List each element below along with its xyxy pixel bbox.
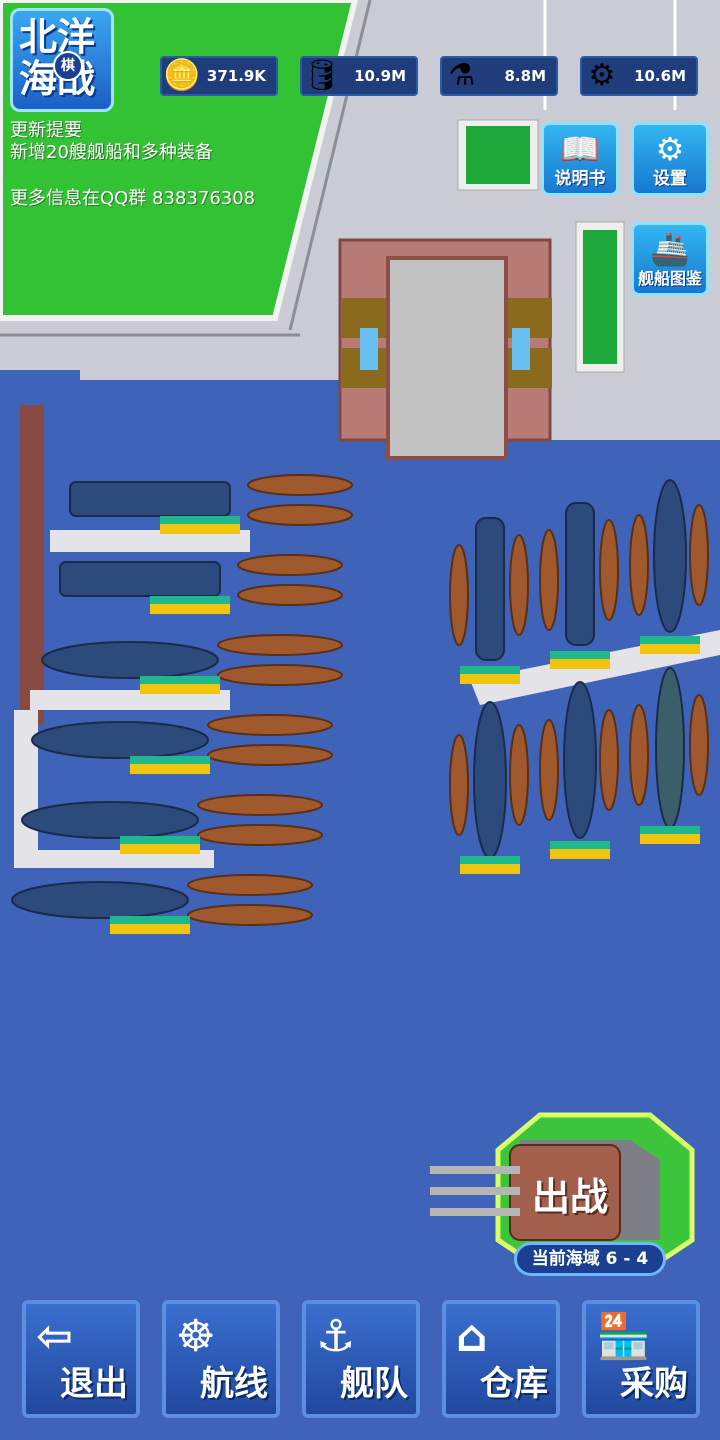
update-line-2: 更多信息在QQ群 838376308 <box>10 188 256 209</box>
ammo-shells-icon: ⚗ <box>448 58 476 93</box>
settings-button[interactable]: ⚙ 设置 <box>631 122 709 196</box>
update-line-1: 新增20艘舰船和多种装备 <box>10 142 213 163</box>
ship-guide-button[interactable]: 🚢 舰船图鉴 <box>631 222 709 296</box>
logo-badge: 棋 <box>53 51 83 81</box>
nav-warehouse-button[interactable]: ⌂ 仓库 <box>442 1300 560 1418</box>
anchor-icon: ⚓ <box>316 1311 356 1362</box>
resource-steel: ⚙ 10.6M <box>580 56 698 96</box>
exit-door-icon: ⇦ <box>36 1311 73 1362</box>
nav-label: 仓库 <box>480 1364 548 1404</box>
nav-label: 舰队 <box>340 1364 408 1404</box>
ship-guide-label: 舰船图鉴 <box>637 269 702 288</box>
resource-oil: 🛢 10.9M <box>300 56 418 96</box>
book-icon: 📖 <box>560 130 600 168</box>
resource-coins: 🪙 371.9K <box>160 56 278 96</box>
resource-value: 8.8M <box>504 67 547 85</box>
nav-shop-button[interactable]: 🏪 采购 <box>582 1300 700 1418</box>
shop-icon: 🏪 <box>596 1311 651 1362</box>
manual-label: 说明书 <box>554 169 606 189</box>
logo-line-1: 北洋 <box>19 15 96 59</box>
nav-exit-button[interactable]: ⇦ 退出 <box>22 1300 140 1418</box>
nav-label: 退出 <box>60 1364 128 1404</box>
nav-fleet-button[interactable]: ⚓ 舰队 <box>302 1300 420 1418</box>
manual-button[interactable]: 📖 说明书 <box>541 122 619 196</box>
nav-label: 采购 <box>620 1364 688 1404</box>
game-logo: 北洋 海战 棋 <box>10 8 114 112</box>
nav-route-button[interactable]: ☸ 航线 <box>162 1300 280 1418</box>
current-sea-area: 当前海域 6 - 4 <box>514 1242 666 1276</box>
gear-icon: ⚙ <box>655 130 685 168</box>
settings-label: 设置 <box>653 169 687 189</box>
ship-icon: 🚢 <box>650 230 690 268</box>
nav-label: 航线 <box>200 1364 268 1404</box>
steel-icon: ⚙ <box>588 58 616 93</box>
resource-value: 371.9K <box>206 67 266 85</box>
resource-value: 10.6M <box>634 67 686 85</box>
coin-icon: 🪙 <box>163 58 201 93</box>
warehouse-icon: ⌂ <box>456 1311 488 1362</box>
resource-value: 10.9M <box>354 67 406 85</box>
battle-label: 出战 <box>532 1175 609 1219</box>
resource-ammo: ⚗ 8.8M <box>440 56 558 96</box>
update-title: 更新提要 <box>10 120 82 141</box>
oil-barrel-icon: 🛢 <box>302 58 342 93</box>
ship-wheel-icon: ☸ <box>176 1311 216 1362</box>
